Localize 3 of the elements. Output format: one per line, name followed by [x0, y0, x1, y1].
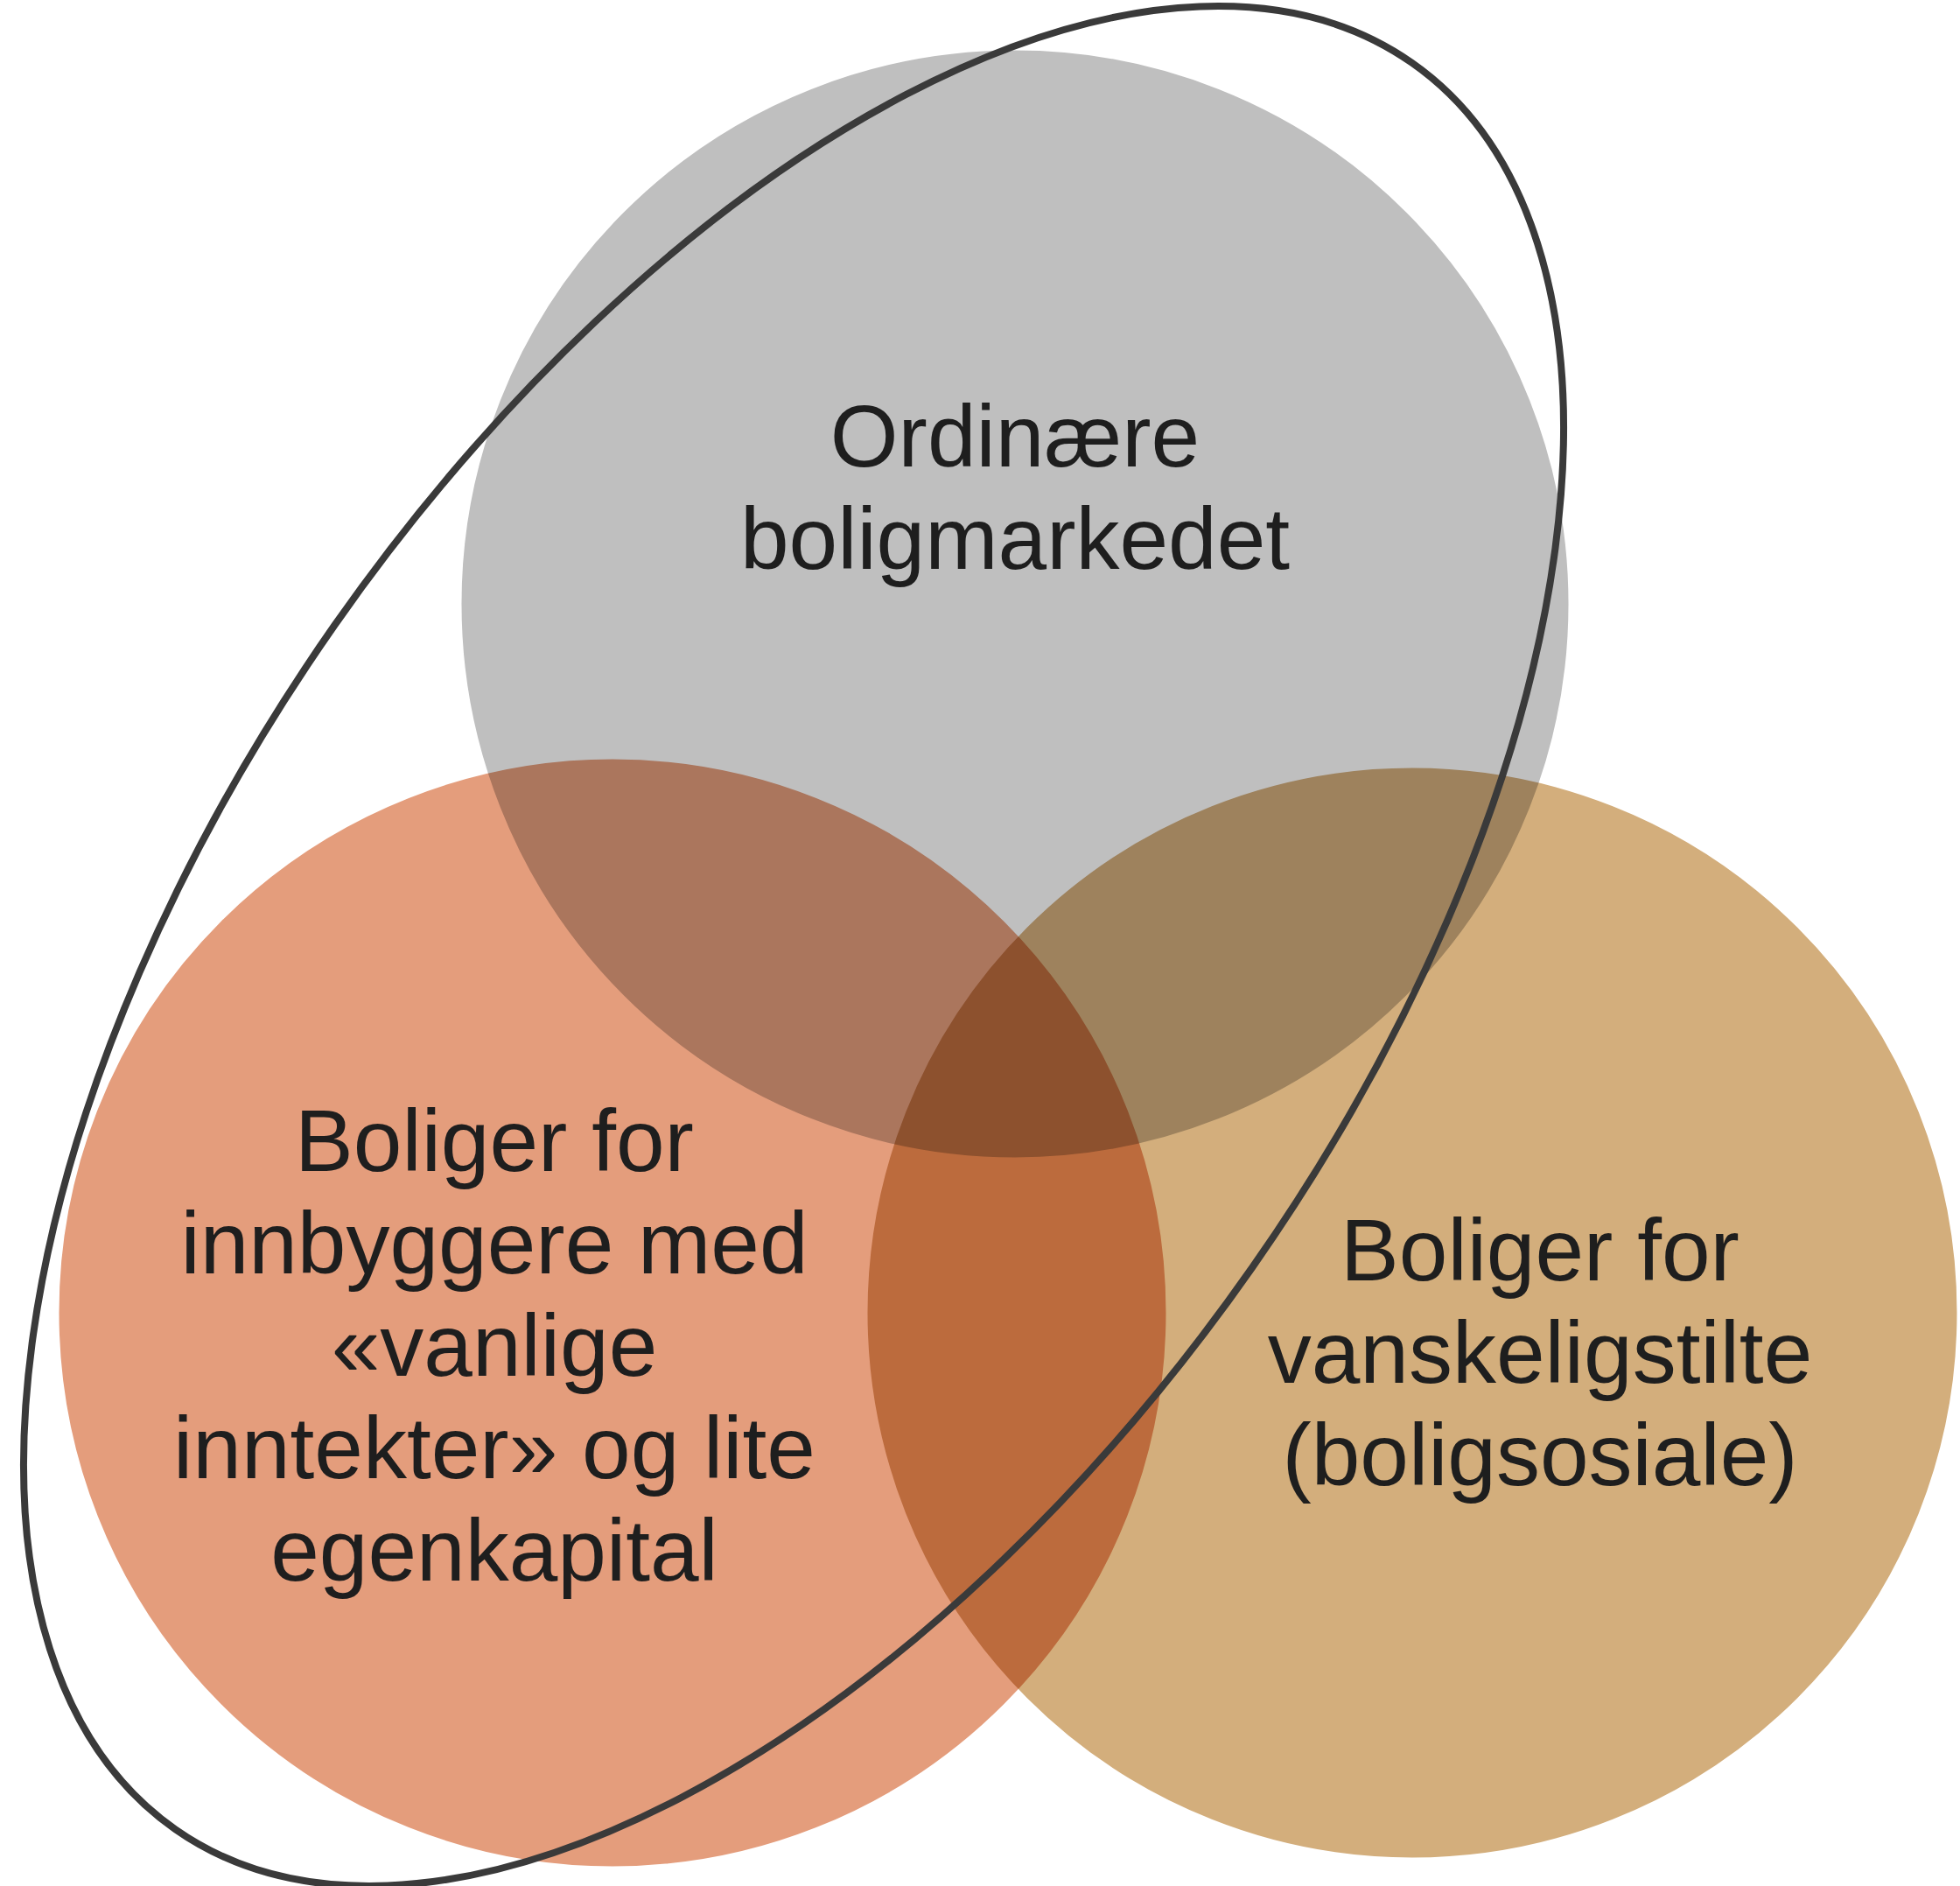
circle-label: Boliger for vanskeligstilte (boligsosiale) [1266, 1200, 1814, 1505]
circle-label: Boliger for innbyggere med «vanlige inntekter» og lite egenkapital [172, 1090, 816, 1601]
circle-label: Ordinære boligmarkedet [738, 386, 1292, 589]
